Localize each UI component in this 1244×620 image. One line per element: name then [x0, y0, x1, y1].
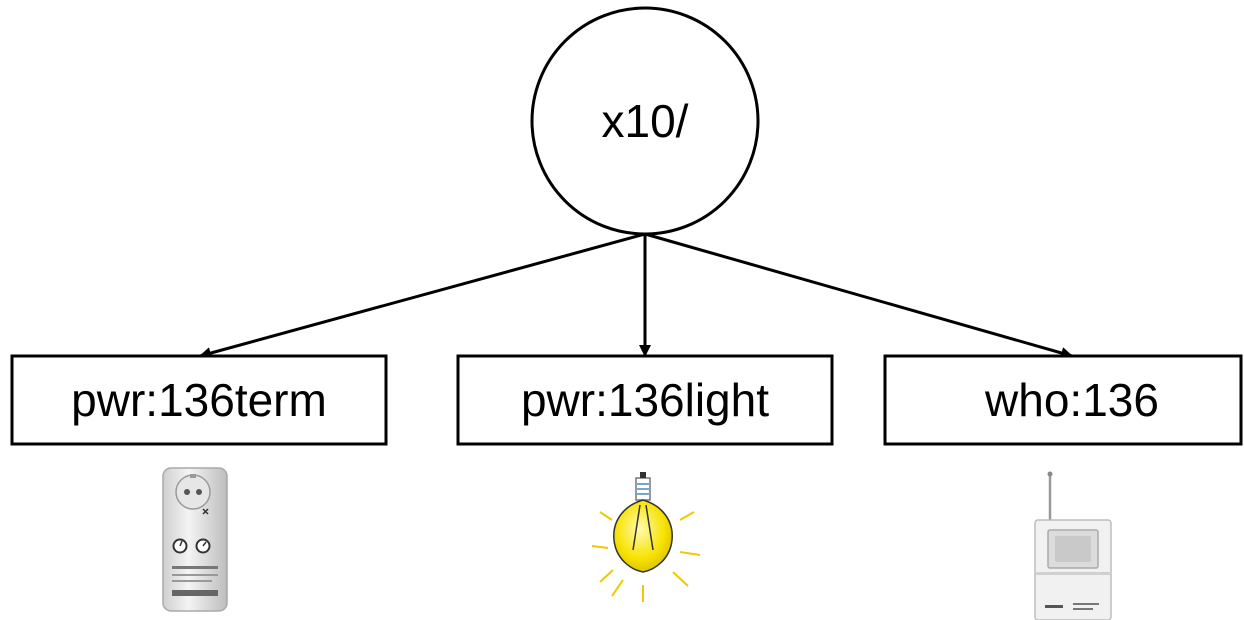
- light-bulb-icon: [591, 472, 701, 602]
- child-node-who: who:136: [883, 354, 1243, 446]
- child-label-who: who:136: [984, 374, 1159, 426]
- child-node-term: pwr:136term: [10, 354, 388, 446]
- edge-root-to-term: [199, 232, 646, 359]
- child-node-light: pwr:136light: [456, 354, 834, 446]
- motion-sensor-icon: [1034, 471, 1112, 620]
- edge-root-to-who: [644, 232, 1073, 359]
- child-label-light: pwr:136light: [521, 374, 769, 426]
- root-label: x10/: [602, 95, 689, 147]
- power-outlet-timer-icon: [162, 467, 228, 612]
- child-label-term: pwr:136term: [71, 374, 327, 426]
- root-node: x10/: [530, 6, 760, 236]
